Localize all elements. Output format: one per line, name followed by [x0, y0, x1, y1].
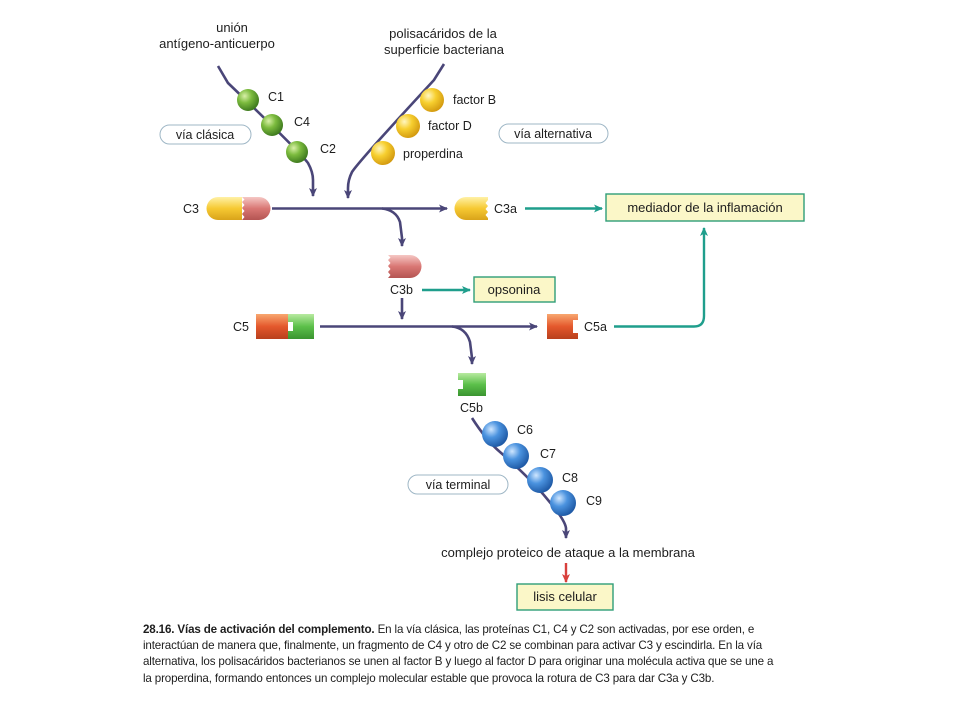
caption-number: 28.16.	[143, 623, 175, 636]
polysaccharides-label-line2: superficie bacteriana	[384, 42, 505, 57]
antigen-label-line2: antígeno-anticuerpo	[159, 36, 275, 51]
c5b-branch-arrow	[451, 325, 476, 365]
c9-label: C9	[586, 494, 602, 508]
factor-b-sphere	[420, 88, 444, 112]
c5a-to-mediator-arrow	[614, 227, 708, 328]
c8-label: C8	[562, 471, 578, 485]
complejo-label: complejo proteico de ataque a la membran…	[441, 545, 695, 560]
c5b-molecule	[458, 373, 486, 396]
c4-label: C4	[294, 115, 310, 129]
c3b-branch-arrow	[381, 207, 406, 247]
c3a-label: C3a	[494, 202, 517, 216]
c7-sphere	[503, 443, 529, 469]
c1-label: C1	[268, 90, 284, 104]
lisis-box	[516, 583, 614, 611]
opsonina-label: opsonina	[488, 282, 542, 297]
factor-d-label: factor D	[428, 119, 472, 133]
lisis-label: lisis celular	[533, 589, 597, 604]
caption-title: Vías de activación del complemento.	[177, 623, 375, 636]
c5b-label: C5b	[460, 401, 483, 415]
polysaccharides-label-line1: polisacáridos de la	[389, 26, 497, 41]
c2-label: C2	[320, 142, 336, 156]
via-clasica-label: vía clásica	[176, 128, 234, 142]
via-terminal-label: vía terminal	[426, 478, 491, 492]
c5a-molecule	[547, 314, 578, 339]
c7-label: C7	[540, 447, 556, 461]
c3-molecule	[206, 197, 271, 220]
c3a-molecule	[454, 197, 488, 220]
antigen-label-line1: unión	[216, 20, 248, 35]
properdina-label: properdina	[403, 147, 463, 161]
c5-label: C5	[233, 320, 249, 334]
opsonina-box	[473, 276, 556, 303]
caption-text: En la vía clásica, las proteínas C1, C4 …	[143, 623, 774, 685]
alternative-pathway-arrow	[344, 63, 446, 199]
c9-sphere	[550, 490, 576, 516]
c1-sphere	[237, 89, 259, 111]
c5a-label: C5a	[584, 320, 607, 334]
via-alternativa-label: vía alternativa	[514, 127, 592, 141]
mediador-box	[605, 193, 805, 222]
c6-sphere	[482, 421, 508, 447]
factor-b-label: factor B	[453, 93, 496, 107]
via-clasica-tag	[159, 124, 252, 145]
factor-d-sphere	[396, 114, 420, 138]
via-alternativa-tag	[498, 123, 609, 144]
c6-label: C6	[517, 423, 533, 437]
properdina-sphere	[371, 141, 395, 165]
c4-sphere	[261, 114, 283, 136]
figure-caption: 28.16. Vías de activación del complement…	[143, 622, 783, 687]
c3b-molecule	[388, 255, 422, 278]
c8-sphere	[527, 467, 553, 493]
mediador-label: mediador de la inflamación	[627, 200, 782, 215]
via-terminal-tag	[407, 474, 509, 495]
c5-molecule	[256, 314, 314, 339]
c3b-label: C3b	[390, 283, 413, 297]
c3-label: C3	[183, 202, 199, 216]
c2-sphere	[286, 141, 308, 163]
